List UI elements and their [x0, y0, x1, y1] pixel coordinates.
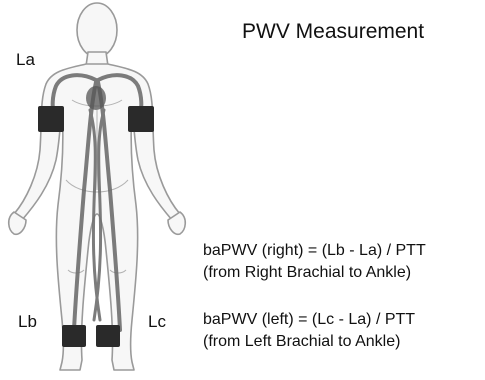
right-ankle-cuff [62, 325, 86, 347]
head-shape [77, 3, 117, 57]
left-ankle-cuff [96, 325, 120, 347]
formula-right-description: (from Right Brachial to Ankle) [203, 262, 426, 284]
formula-right-equation: baPWV (right) = (Lb - La) / PTT [203, 240, 426, 262]
label-lc: Lc [148, 312, 166, 332]
right-arm-cuff [38, 106, 64, 132]
label-la: La [16, 50, 35, 70]
label-lb: Lb [18, 312, 37, 332]
formula-left: baPWV (left) = (Lc - La) / PTT (from Lef… [203, 309, 415, 353]
heart-icon [86, 86, 106, 110]
formula-left-equation: baPWV (left) = (Lc - La) / PTT [203, 309, 415, 331]
formula-right: baPWV (right) = (Lb - La) / PTT (from Ri… [203, 240, 426, 284]
page-title: PWV Measurement [242, 20, 424, 44]
left-arm-cuff [128, 106, 154, 132]
formula-left-description: (from Left Brachial to Ankle) [203, 331, 415, 353]
